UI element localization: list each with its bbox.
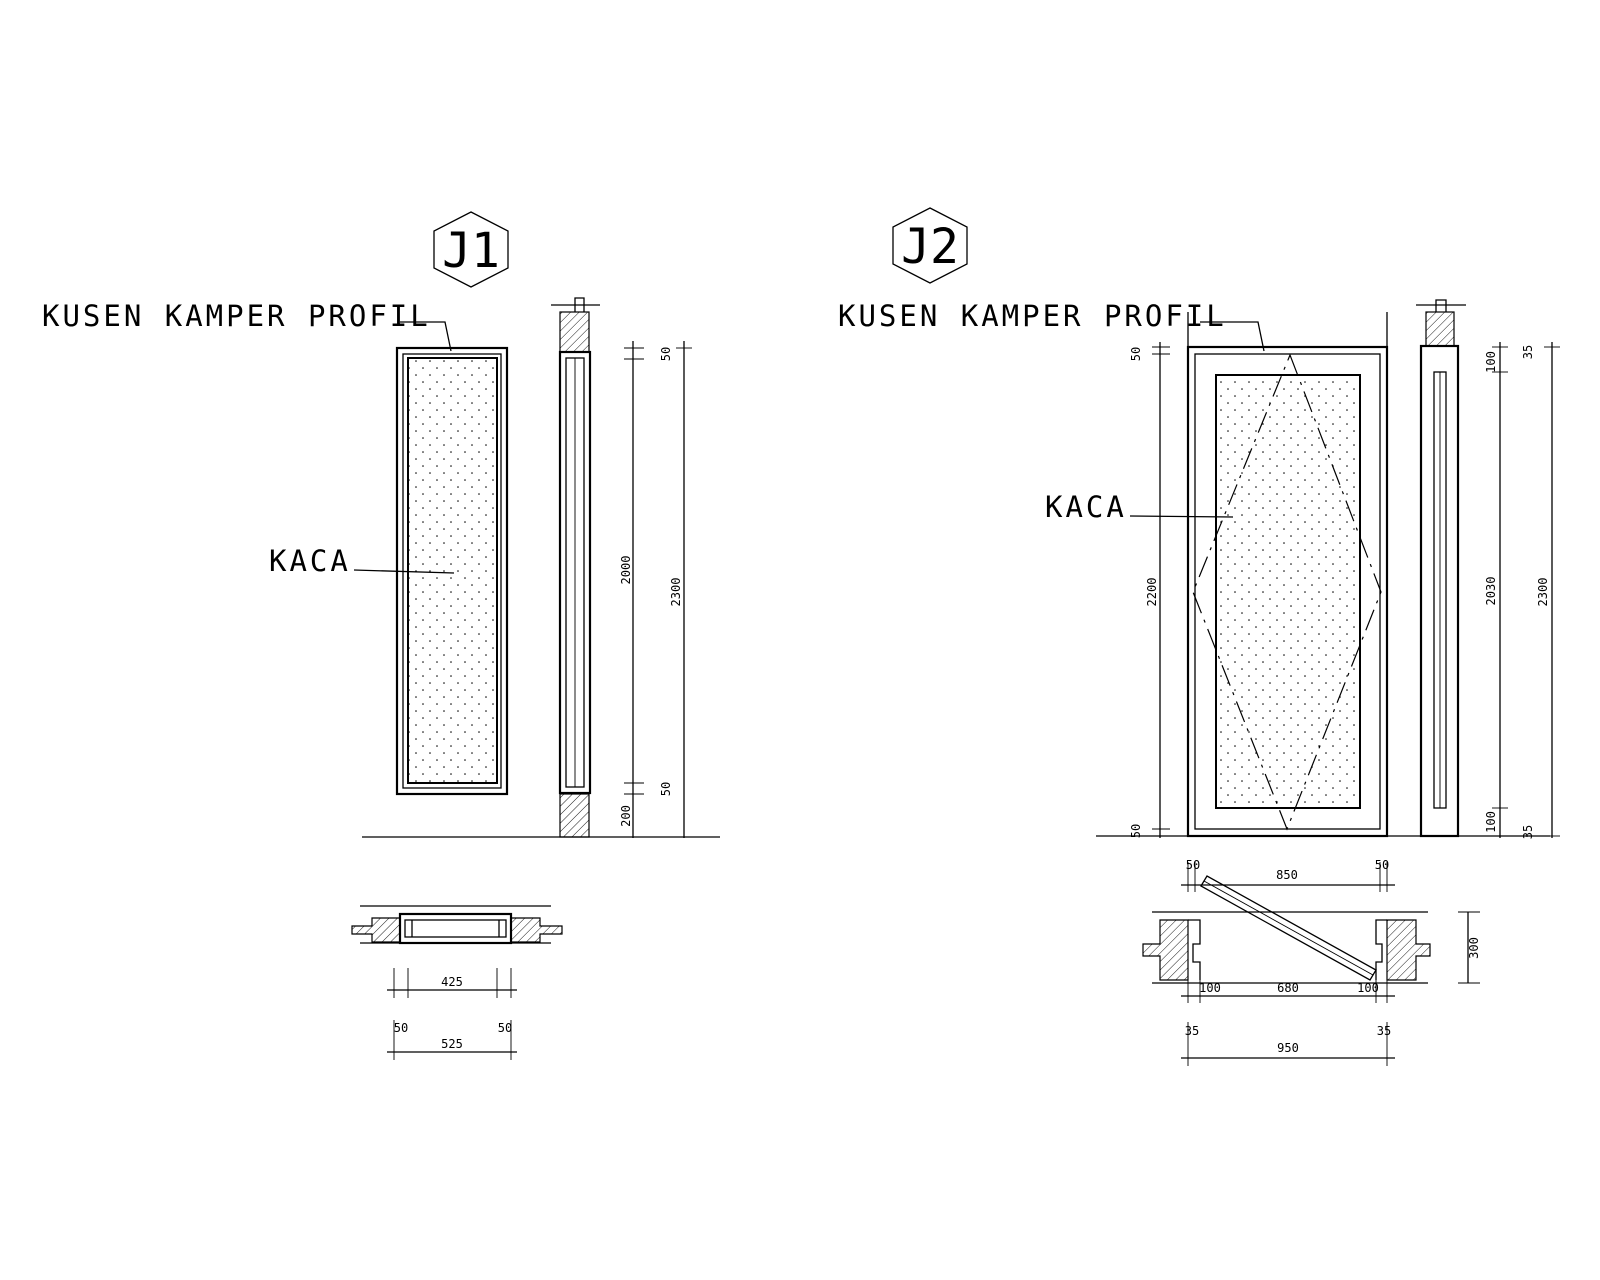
j2-right-dims: 100 35 2030 2300 100 35 [1484, 342, 1560, 839]
svg-text:200: 200 [619, 805, 633, 827]
svg-text:850: 850 [1276, 868, 1298, 882]
svg-text:35: 35 [1521, 825, 1535, 839]
j1-frame-leader [400, 321, 452, 352]
svg-text:680: 680 [1277, 981, 1299, 995]
svg-text:35: 35 [1377, 1024, 1391, 1038]
j2-frame-leader [1200, 321, 1265, 352]
svg-text:50: 50 [1186, 858, 1200, 872]
svg-text:50: 50 [1375, 858, 1389, 872]
svg-text:50: 50 [498, 1021, 512, 1035]
j2-tag-hexagon [892, 207, 968, 284]
j2-plan-section [1142, 875, 1431, 984]
svg-text:50: 50 [394, 1021, 408, 1035]
j1-elevation-dims: 50 2000 50 200 2300 [619, 341, 692, 838]
j1-elevation-glass [407, 357, 498, 784]
svg-text:2300: 2300 [1536, 578, 1550, 607]
j2-glass-leader [1129, 515, 1234, 518]
svg-text:2030: 2030 [1484, 577, 1498, 606]
svg-text:100: 100 [1357, 981, 1379, 995]
svg-text:50: 50 [659, 782, 673, 796]
j1-tag-hexagon [433, 211, 509, 288]
j2-elevation-glass [1215, 374, 1361, 809]
svg-text:35: 35 [1521, 345, 1535, 359]
j1-frame-label: KUSEN KAMPER PROFIL [42, 299, 431, 333]
j1-plan-section [351, 905, 563, 945]
svg-text:300: 300 [1467, 937, 1481, 959]
j1-glass-label: KACA [269, 544, 351, 578]
svg-text:2000: 2000 [619, 556, 633, 585]
j2-open-door-leaf [1200, 875, 1377, 981]
svg-text:525: 525 [441, 1037, 463, 1051]
j2-tag-label: J2 [901, 219, 959, 275]
j1-group: J1 KUSEN KAMPER PROFIL KACA [42, 211, 720, 1060]
svg-text:100: 100 [1199, 981, 1221, 995]
svg-text:50: 50 [1129, 347, 1143, 361]
svg-text:100: 100 [1484, 351, 1498, 373]
svg-text:50: 50 [1129, 824, 1143, 838]
j1-plan-dims: 425 50 50 525 [387, 968, 517, 1060]
svg-text:100: 100 [1484, 811, 1498, 833]
j2-glass-label: KACA [1045, 490, 1127, 524]
j2-left-dims: 50 2200 50 [1129, 342, 1170, 838]
j2-side-section [1416, 299, 1466, 838]
j2-group: J2 KUSEN KAMPER PROFIL KACA 50 2200 50 [838, 207, 1560, 1066]
j1-side-section [551, 297, 600, 838]
svg-text:2200: 2200 [1145, 578, 1159, 607]
j2-frame-label: KUSEN KAMPER PROFIL [838, 299, 1227, 333]
svg-text:425: 425 [441, 975, 463, 989]
j1-glass-leader [353, 569, 455, 574]
j2-plan-dims: 50 850 50 300 100 680 100 35 950 35 [1181, 858, 1481, 1066]
svg-text:50: 50 [659, 347, 673, 361]
svg-text:950: 950 [1277, 1041, 1299, 1055]
j2-swing-diamond [1192, 353, 1382, 831]
svg-text:2300: 2300 [669, 578, 683, 607]
j1-tag-label: J1 [442, 223, 500, 279]
svg-text:35: 35 [1185, 1024, 1199, 1038]
